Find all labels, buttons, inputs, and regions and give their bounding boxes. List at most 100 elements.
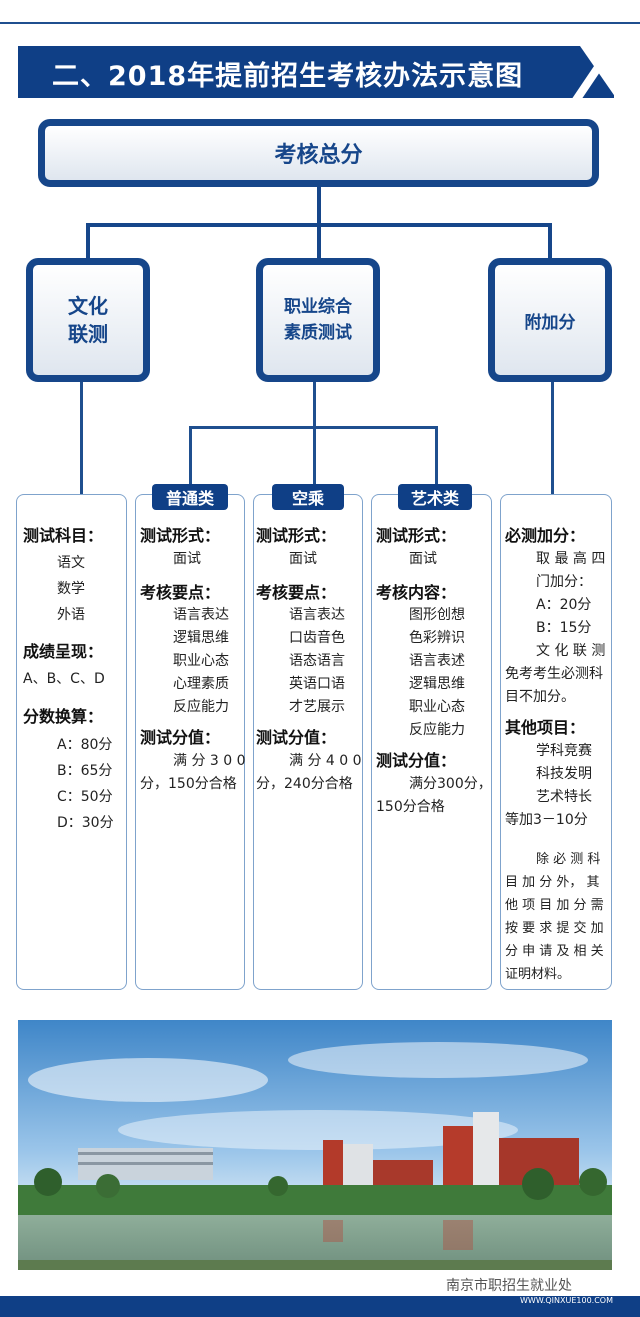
- col4-point-6: 反应能力: [409, 722, 465, 738]
- col3-score-heading: 测试分值：: [256, 728, 337, 747]
- tab-art: 艺术类: [398, 484, 472, 510]
- col4-content-heading: 考核内容：: [376, 583, 457, 602]
- top-rule: [0, 22, 640, 24]
- bonus-points-node: 附加分: [488, 258, 612, 382]
- col5-line-1: 取 最 高 四: [536, 551, 606, 567]
- vocational-test-node: 职业综合 素质测试: [256, 258, 380, 382]
- col3-point-4: 英语口语: [289, 676, 345, 692]
- col2-score-line2: 分，150分合格: [140, 776, 237, 792]
- col1-grades-heading: 成绩呈现：: [23, 642, 104, 661]
- campus-photo: [18, 1020, 612, 1270]
- col5-other-1: 学科竞赛: [536, 743, 592, 759]
- footer-bar: [0, 1296, 640, 1317]
- col5-note-2: 目 加 分 外， 其: [505, 875, 600, 890]
- col4-point-3: 语言表述: [409, 653, 465, 669]
- col5-note-5: 分 申 请 及 相 关: [505, 944, 604, 959]
- col5-line-5: 文 化 联 测: [536, 643, 606, 659]
- connector-vocational-down: [313, 382, 316, 428]
- connector-total-down: [317, 187, 321, 225]
- col4-point-4: 逻辑思维: [409, 676, 465, 692]
- col3-point-2: 口齿音色: [289, 630, 345, 646]
- total-score-label: 考核总分: [274, 143, 363, 168]
- col3-form: 面试: [289, 551, 317, 567]
- col4-point-1: 图形创想: [409, 607, 465, 623]
- page-title: 二、2018年提前招生考核办法示意图: [52, 61, 524, 92]
- col4-form: 面试: [409, 551, 437, 567]
- col1-conversion-d: D：30分: [57, 815, 114, 831]
- col3-points-heading: 考核要点：: [256, 583, 337, 602]
- title-banner: 二、2018年提前招生考核办法示意图: [18, 46, 618, 98]
- culture-test-line1: 文化: [68, 294, 108, 318]
- col3-point-3: 语态语言: [289, 653, 345, 669]
- col3-score-line2: 分，240分合格: [256, 776, 353, 792]
- col5-line-4: B：15分: [536, 620, 592, 636]
- connector-to-art: [435, 426, 438, 484]
- col5-line-7: 目不加分。: [505, 689, 575, 705]
- connector-to-general: [189, 426, 192, 484]
- tab-aviation: 空乘: [272, 484, 344, 510]
- watermark-text: 南京市职招生就业处: [446, 1278, 572, 1294]
- culture-test-node: 文化 联测: [26, 258, 150, 382]
- banner-cut: [580, 46, 616, 98]
- culture-test-line2: 联测: [68, 322, 108, 346]
- col2-point-3: 职业心态: [173, 653, 229, 669]
- col4-form-heading: 测试形式：: [376, 526, 457, 545]
- col3-score-line1: 满 分 4 0 0: [289, 753, 362, 769]
- bonus-points-label: 附加分: [524, 312, 576, 333]
- col2-form-heading: 测试形式：: [140, 526, 221, 545]
- col5-note-1: 除 必 测 科: [536, 852, 601, 867]
- col5-other-2: 科技发明: [536, 766, 592, 782]
- total-score-node: 考核总分: [38, 119, 599, 187]
- col5-line-3: A：20分: [536, 597, 592, 613]
- col5-other-heading: 其他项目：: [505, 718, 586, 737]
- connector-to-bonus: [548, 223, 552, 261]
- connector-culture-down: [80, 382, 83, 494]
- col5-note-6: 证明材料。: [505, 967, 571, 982]
- col5-required-heading: 必测加分：: [505, 526, 586, 545]
- col2-score-line1: 满 分 3 0 0: [173, 753, 246, 769]
- col1-conversion-c: C：50分: [57, 789, 113, 805]
- campus-illustration: [18, 1020, 612, 1270]
- col5-other-3: 艺术特长: [536, 789, 592, 805]
- col3-point-5: 才艺展示: [289, 699, 345, 715]
- col4-score-line2: 150分合格: [376, 799, 445, 815]
- col5-line-6: 免考考生必测科: [505, 666, 603, 682]
- bonus-detail-panel: [500, 494, 612, 990]
- col1-subjects-heading: 测试科目：: [23, 526, 104, 545]
- col2-point-1: 语言表达: [173, 607, 229, 623]
- col1-subject-chinese: 语文: [57, 555, 85, 571]
- culture-detail-panel: [16, 494, 127, 990]
- col5-other-4: 等加3－10分: [505, 812, 588, 828]
- watermark-url: WWW.QINXUE100.COM: [520, 1296, 613, 1305]
- vocational-test-line1: 职业综合: [284, 297, 352, 317]
- col1-subject-math: 数学: [57, 581, 85, 597]
- col3-form-heading: 测试形式：: [256, 526, 337, 545]
- vocational-test-line2: 素质测试: [284, 323, 352, 343]
- col2-points-heading: 考核要点：: [140, 583, 221, 602]
- col1-conversion-a: A：80分: [57, 737, 113, 753]
- col1-grades: A、B、C、D: [23, 671, 105, 687]
- col2-point-4: 心理素质: [173, 676, 229, 692]
- col5-note-4: 按 要 求 提 交 加: [505, 921, 604, 936]
- col5-line-2: 门加分：: [536, 574, 592, 590]
- col4-point-5: 职业心态: [409, 699, 465, 715]
- col2-point-5: 反应能力: [173, 699, 229, 715]
- col4-score-line1: 满分300分，: [409, 776, 492, 792]
- col1-conversion-heading: 分数换算：: [23, 707, 104, 726]
- art-detail-panel: [371, 494, 492, 990]
- tab-general: 普通类: [152, 484, 228, 510]
- col4-point-2: 色彩辨识: [409, 630, 465, 646]
- col4-score-heading: 测试分值：: [376, 751, 457, 770]
- connector-to-vocational: [317, 223, 321, 261]
- col1-conversion-b: B：65分: [57, 763, 113, 779]
- col2-form: 面试: [173, 551, 201, 567]
- col2-point-2: 逻辑思维: [173, 630, 229, 646]
- col2-score-heading: 测试分值：: [140, 728, 221, 747]
- col5-note-3: 他 项 目 加 分 需: [505, 898, 604, 913]
- connector-to-culture: [86, 223, 90, 261]
- col1-subject-foreign: 外语: [57, 607, 85, 623]
- connector-bonus-down: [551, 382, 554, 494]
- connector-to-aviation: [313, 426, 316, 484]
- general-detail-panel: [135, 494, 245, 990]
- col3-point-1: 语言表达: [289, 607, 345, 623]
